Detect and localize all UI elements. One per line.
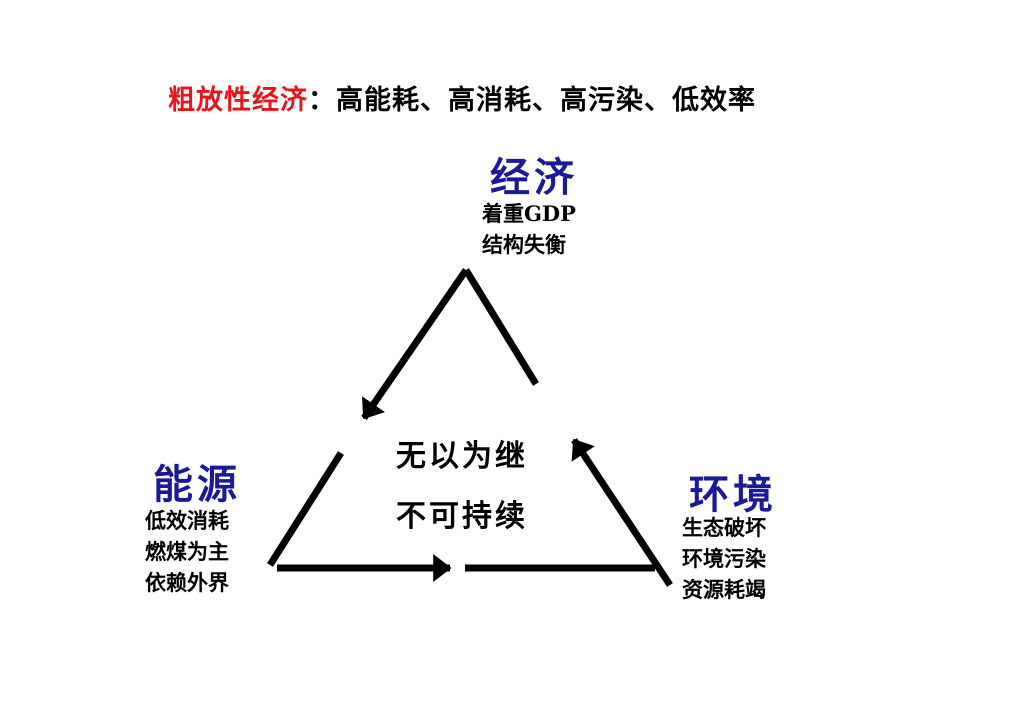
environment-title: 环境 xyxy=(689,471,777,518)
environment-note: 环境污染 xyxy=(682,546,766,571)
energy-note: 低效消耗 xyxy=(145,508,229,533)
arrow-economy-to-energy xyxy=(361,268,469,420)
headline: 粗放性经济：高能耗、高消耗、高污染、低效率 xyxy=(168,78,756,117)
economy-note: 着重GDP xyxy=(482,201,576,226)
center-text: 无以为继 不可持续 xyxy=(396,427,528,547)
energy-title: 能源 xyxy=(153,461,241,508)
headline-rest: ：高能耗、高消耗、高污染、低效率 xyxy=(308,85,756,116)
economy-title: 经济 xyxy=(490,154,578,201)
energy-note: 燃煤为主 xyxy=(145,539,229,564)
arrow-economy-tail xyxy=(463,268,539,386)
headline-highlight: 粗放性经济 xyxy=(168,85,308,116)
economy-notes: 着重GDP 结构失衡 xyxy=(482,198,576,260)
environment-notes: 生态破坏 环境污染 资源耗竭 xyxy=(682,512,766,605)
energy-note: 依赖外界 xyxy=(145,570,229,595)
environment-note: 资源耗竭 xyxy=(682,577,766,602)
arrow-energy-tail xyxy=(267,451,344,567)
economy-note: 结构失衡 xyxy=(482,232,566,257)
arrow-environment-to-economy xyxy=(571,438,673,587)
center-line-2: 不可持续 xyxy=(396,499,528,534)
energy-notes: 低效消耗 燃煤为主 依赖外界 xyxy=(145,505,229,598)
environment-note: 生态破坏 xyxy=(682,515,766,540)
center-line-1: 无以为继 xyxy=(396,439,528,474)
